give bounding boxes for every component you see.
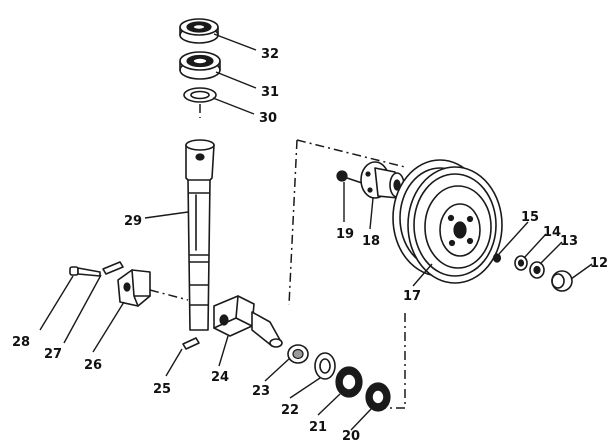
- part-21-bearing: [335, 366, 363, 398]
- label-part-23: 23: [252, 384, 270, 399]
- label-part-30: 30: [259, 111, 277, 126]
- label-part-13: 13: [560, 234, 578, 249]
- label-part-18: 18: [362, 234, 380, 249]
- part-22-washer: [314, 352, 336, 380]
- assembly-boundary: [288, 139, 406, 409]
- label-part-25: 25: [153, 382, 171, 397]
- label-part-24: 24: [211, 370, 229, 385]
- label-part-12: 12: [590, 256, 608, 271]
- part-23-bearing: [287, 344, 309, 364]
- label-part-32: 32: [261, 47, 279, 62]
- label-part-28: 28: [12, 335, 30, 350]
- part-20-seal: [365, 382, 391, 412]
- label-part-20: 20: [342, 429, 360, 442]
- label-part-22: 22: [281, 403, 299, 418]
- part-27-pin: [102, 261, 124, 275]
- label-part-27: 27: [44, 347, 62, 362]
- part-30-washer: [183, 87, 217, 118]
- part-26-clamp: [117, 269, 189, 307]
- part-17-wheel: [392, 159, 503, 284]
- part-24-spindle-arm: [213, 295, 283, 348]
- label-part-17: 17: [403, 289, 421, 304]
- leader-lines: [39, 33, 593, 431]
- label-part-26: 26: [84, 358, 102, 373]
- label-part-29: 29: [124, 214, 142, 229]
- label-part-14: 14: [543, 225, 561, 240]
- part-31-bearing: [179, 51, 221, 80]
- part-32-bearing: [179, 18, 219, 44]
- part-15-washer: [492, 253, 502, 263]
- part-28-bolt: [69, 266, 101, 277]
- label-part-19: 19: [336, 227, 354, 242]
- callout-labels: 32 31 30 29 28 27 26 25 24 23 22 21 20 1…: [12, 47, 608, 442]
- part-12-hub-cap: [551, 270, 573, 292]
- part-19-stud: [336, 170, 363, 184]
- part-25-pin: [182, 337, 200, 350]
- label-part-15: 15: [521, 210, 539, 225]
- label-part-21: 21: [309, 420, 327, 435]
- part-14-washer: [514, 255, 528, 271]
- part-13-nut: [529, 261, 545, 279]
- label-part-31: 31: [261, 85, 279, 100]
- part-29-kingpin-shaft: [185, 139, 215, 331]
